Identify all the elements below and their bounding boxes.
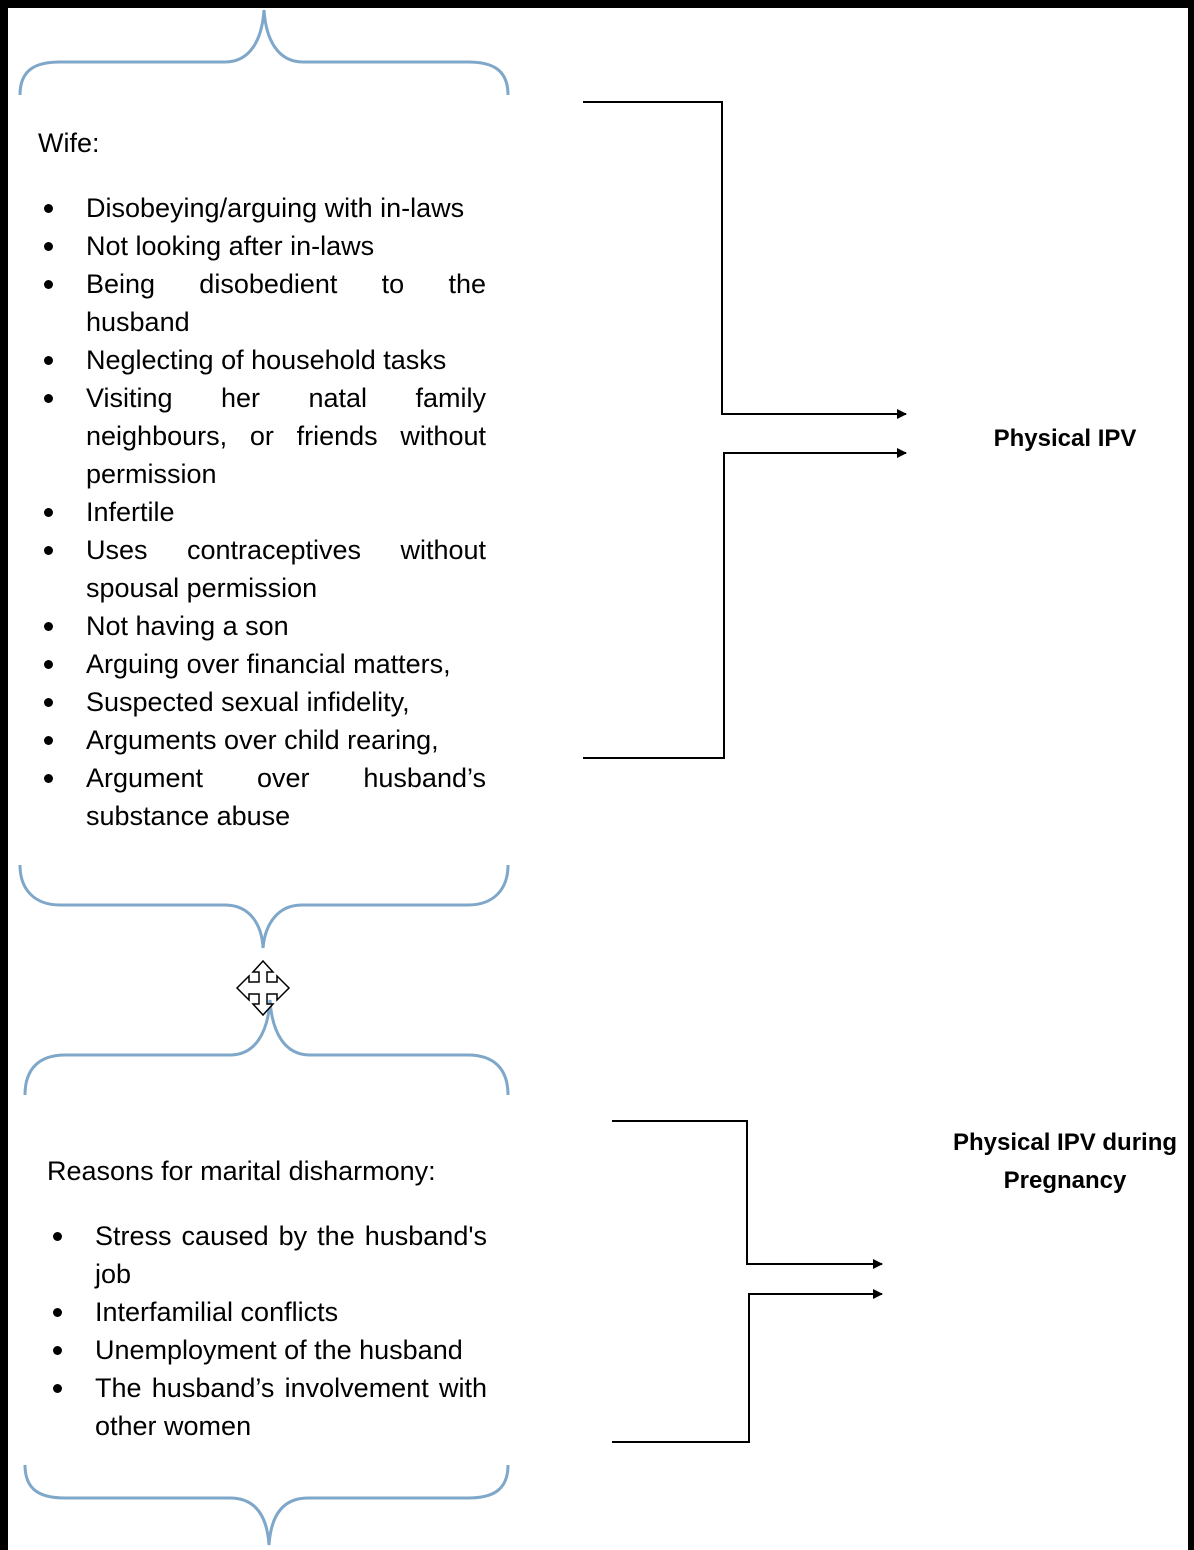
- group1-item: Neglecting of household tasks: [38, 341, 486, 379]
- connector-2-top: [612, 1120, 883, 1269]
- move-arrows-icon: [235, 959, 291, 1017]
- group1-item: Infertile: [38, 493, 486, 531]
- group2-heading: Reasons for marital disharmony:: [47, 1156, 436, 1186]
- connector-1-top: [583, 101, 907, 419]
- outcome-physical-ipv: Physical IPV: [993, 425, 1137, 452]
- group1-item: Not having a son: [38, 607, 486, 645]
- group1-heading: Wife:: [38, 128, 100, 158]
- brace-top-2: [23, 999, 510, 1096]
- outcome-physical-ipv-pregnancy: Physical IPV during Pregnancy: [952, 1129, 1178, 1194]
- group1-item: Disobeying/arguing with in-laws: [38, 189, 486, 227]
- group1-item: Not looking after in-laws: [38, 227, 486, 265]
- group1-item: Being disobedient to the husband: [38, 265, 486, 341]
- connector-2-bottom: [612, 1289, 883, 1443]
- group1-item: Arguing over financial matters,: [38, 645, 486, 683]
- group2-item: Stress caused by the husband's job: [47, 1217, 487, 1293]
- brace-top-1: [18, 9, 510, 96]
- group2-item: Unemployment of the husband: [47, 1331, 487, 1369]
- group2-item: Interfamilial conflicts: [47, 1293, 487, 1331]
- connector-1-bottom: [583, 448, 907, 759]
- group1-item: Suspected sexual infidelity,: [38, 683, 486, 721]
- group1-item: Arguments over child rearing,: [38, 721, 486, 759]
- group1-item: Visiting her natal family neighbours, or…: [38, 379, 486, 493]
- brace-bottom-2: [23, 1464, 510, 1546]
- brace-bottom-1: [18, 864, 510, 949]
- group2-item: The husband’s involvement with other wom…: [47, 1369, 487, 1445]
- group1-item: Uses contraceptives without spousal perm…: [38, 531, 486, 607]
- group1-item: Argument over husband’s substance abuse: [38, 759, 486, 835]
